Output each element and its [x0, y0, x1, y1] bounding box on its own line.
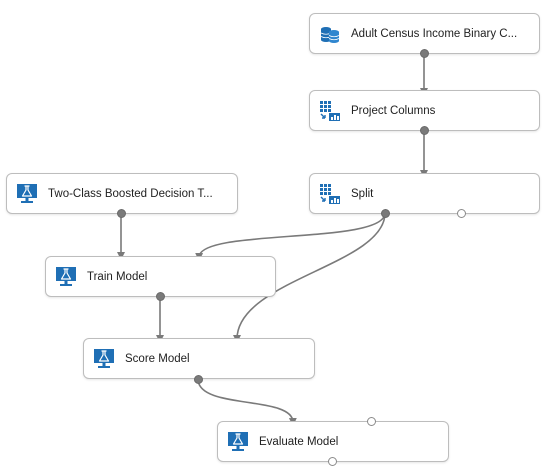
module-project-columns[interactable]: Project Columns — [309, 90, 540, 131]
module-two-class-boosted[interactable]: Two-Class Boosted Decision T... — [6, 173, 238, 214]
output-port-split-right[interactable] — [456, 208, 466, 218]
module-evaluate-model[interactable]: Evaluate Model — [217, 421, 449, 462]
connection-score-model-to-evaluate-model[interactable] — [197, 378, 297, 426]
module-label: Evaluate Model — [259, 435, 339, 448]
module-score-model[interactable]: Score Model — [83, 338, 315, 379]
module-label: Score Model — [125, 352, 190, 365]
output-port-train-model[interactable] — [155, 291, 165, 301]
output-port-score-model[interactable] — [193, 374, 203, 384]
table-transform-icon — [319, 100, 341, 122]
database-icon — [319, 23, 341, 45]
output-port-evaluate-model[interactable] — [327, 456, 337, 466]
module-label: Adult Census Income Binary C... — [351, 27, 518, 40]
connection-split-to-train-model[interactable] — [195, 212, 386, 261]
output-port-two-class-boosted[interactable] — [116, 208, 126, 218]
module-label: Split — [351, 187, 374, 200]
output-port-project-columns[interactable] — [419, 125, 429, 135]
input-port-evaluate-model-right[interactable] — [366, 416, 376, 426]
module-adult-census[interactable]: Adult Census Income Binary C... — [309, 13, 540, 54]
module-label: Two-Class Boosted Decision T... — [48, 187, 213, 200]
model-monitor-icon — [93, 348, 115, 370]
model-monitor-icon — [55, 266, 77, 288]
output-port-split-left[interactable] — [380, 208, 390, 218]
module-label: Project Columns — [351, 104, 436, 117]
module-label: Train Model — [87, 270, 148, 283]
output-port-adult-census[interactable] — [419, 48, 429, 58]
module-split[interactable]: Split — [309, 173, 540, 214]
table-transform-icon — [319, 183, 341, 205]
module-train-model[interactable]: Train Model — [45, 256, 276, 297]
connection-split-to-score-model[interactable] — [233, 212, 386, 343]
model-monitor-icon — [16, 183, 38, 205]
model-monitor-icon — [227, 431, 249, 453]
